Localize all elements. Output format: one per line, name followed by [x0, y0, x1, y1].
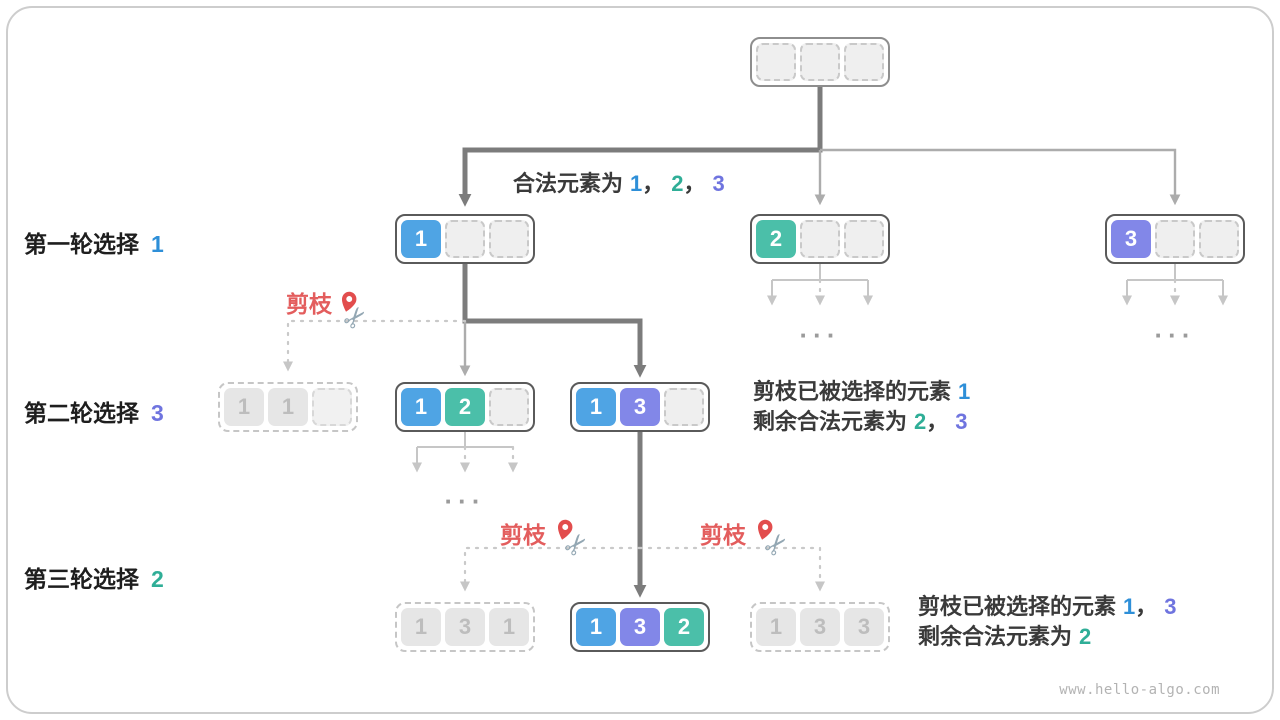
prune-label-level3-right: 剪枝 [700, 522, 746, 548]
annotation-text: 剪枝已被选择的元素 [753, 379, 952, 404]
annotation-num: 1 [630, 171, 643, 196]
pin-icon [341, 291, 357, 312]
round-3-value: 2 [151, 566, 164, 592]
round-3-text: 第三轮选择 [24, 566, 139, 592]
cell-empty [844, 220, 884, 258]
round-2-label: 第二轮选择 3 [24, 394, 164, 428]
cell-value-pruned: 1 [224, 388, 264, 426]
arrow-pruned-node131 [460, 546, 642, 592]
round-1-value: 1 [151, 231, 164, 257]
cell-empty [1155, 220, 1195, 258]
round-2-text: 第二轮选择 [24, 400, 139, 426]
cell-empty [800, 220, 840, 258]
arrow-root-to-node1 [458, 87, 823, 207]
node-2xx: 2 [750, 214, 890, 264]
node-root [750, 37, 890, 87]
cell-value: 3 [620, 388, 660, 426]
node-133-pruned: 1 3 3 [750, 602, 890, 652]
node-12x: 1 2 [395, 382, 535, 432]
watermark: www.hello-algo.com [1059, 682, 1220, 698]
arrow-pruned-node11 [283, 319, 467, 372]
cell-empty [489, 220, 529, 258]
annotation-num: 2 [914, 409, 927, 434]
node-131-pruned: 1 3 1 [395, 602, 535, 652]
cell-value-pruned: 1 [489, 608, 529, 646]
annotation-num: 3 [955, 409, 968, 434]
cell-value-pruned: 1 [268, 388, 308, 426]
annotation-text: 剩余合法元素为 [753, 409, 908, 434]
cell-empty [1199, 220, 1239, 258]
cell-value: 2 [664, 608, 704, 646]
annotation-num: 3 [712, 171, 725, 196]
node-13x: 1 3 [570, 382, 710, 432]
round-3-label: 第三轮选择 2 [24, 560, 164, 594]
cell-empty [756, 43, 796, 81]
ellipsis-under-node2: ··· [799, 320, 841, 350]
annotation-num: 1 [1123, 594, 1136, 619]
arrow-node1-to-node13 [462, 264, 647, 378]
cell-empty [312, 388, 352, 426]
cell-value: 3 [620, 608, 660, 646]
cell-value-pruned: 3 [800, 608, 840, 646]
fan-node12-stem [417, 432, 513, 448]
prune-label-level3-left: 剪枝 [500, 522, 546, 548]
annotation-num: 2 [1079, 624, 1092, 649]
round-1-label: 第一轮选择 1 [24, 225, 164, 259]
annotation-text: 合法元素为 [513, 171, 624, 196]
fan-node3-stem [1127, 264, 1223, 281]
annotation-num: 2 [671, 171, 684, 196]
cell-empty [664, 388, 704, 426]
annotation-text: 剪枝已被选择的元素 [918, 594, 1117, 619]
annotation-text: 剩余合法元素为 [918, 624, 1073, 649]
node-1xx: 1 [395, 214, 535, 264]
cell-value-pruned: 3 [445, 608, 485, 646]
prune-label-level2: 剪枝 [286, 291, 332, 317]
cell-empty [445, 220, 485, 258]
cell-value: 3 [1111, 220, 1151, 258]
cell-value: 1 [576, 388, 616, 426]
annotation-sep: ， [926, 409, 949, 434]
ellipsis-under-node3: ··· [1154, 320, 1196, 350]
pin-icon [757, 519, 773, 540]
fan-node2-stem [772, 264, 868, 281]
annotation-sep: ， [642, 171, 665, 196]
arrow-root-to-node3 [820, 148, 1181, 206]
cell-value: 2 [445, 388, 485, 426]
cell-value: 2 [756, 220, 796, 258]
cell-empty [800, 43, 840, 81]
ellipsis-under-node12: ··· [444, 486, 486, 516]
node-11x-pruned: 1 1 [218, 382, 358, 432]
cell-empty [844, 43, 884, 81]
annotation-sep: ， [1135, 594, 1158, 619]
round-1-text: 第一轮选择 [24, 231, 139, 257]
cell-value-pruned: 1 [401, 608, 441, 646]
annotation-num: 1 [958, 379, 971, 404]
cell-value-pruned: 1 [756, 608, 796, 646]
arrow-pruned-node133 [638, 546, 825, 592]
annotation-num: 3 [1164, 594, 1177, 619]
cell-empty [489, 388, 529, 426]
cell-value: 1 [401, 388, 441, 426]
annotation-sep: ， [683, 171, 706, 196]
cell-value-pruned: 3 [844, 608, 884, 646]
node-132-active: 1 3 2 [570, 602, 710, 652]
cell-value: 1 [401, 220, 441, 258]
cell-value: 1 [576, 608, 616, 646]
node-3xx: 3 [1105, 214, 1245, 264]
pin-icon [557, 519, 573, 540]
round-2-value: 3 [151, 400, 164, 426]
